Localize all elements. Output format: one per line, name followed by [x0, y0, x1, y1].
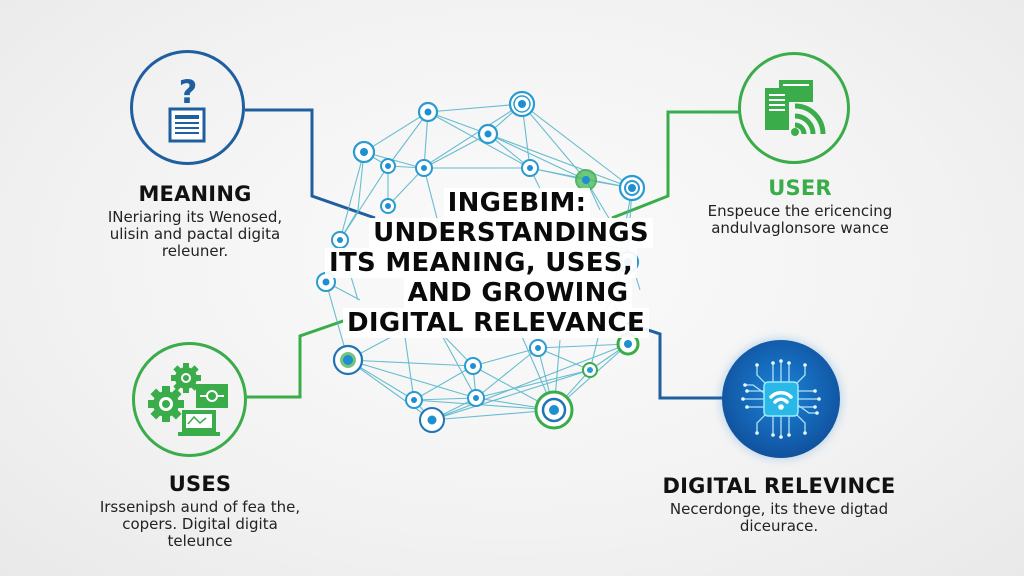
node — [352, 140, 376, 164]
title-line-5: DIGITAL RELEVANCE — [342, 308, 650, 338]
connector-meaning — [245, 108, 376, 220]
connector-uses — [247, 318, 347, 399]
digital-relevance-heading: DIGITAL RELEVINCE — [662, 474, 896, 498]
user-desc-line: Enspeuce the ericencing — [707, 202, 893, 220]
svg-text:?: ? — [178, 73, 197, 111]
node — [332, 344, 364, 376]
digital-desc-line: Necerdonge, its theve digtad — [669, 500, 889, 518]
node — [380, 198, 396, 214]
title-line-1: INGEBIM: — [443, 188, 591, 218]
node — [616, 332, 640, 356]
digital-relevance-icon-circle — [722, 340, 840, 458]
node — [534, 390, 574, 430]
uses-heading: USES — [168, 472, 232, 496]
node — [575, 169, 597, 191]
uses-section: USES Irssenipsh aund of fea the, copers.… — [80, 472, 320, 550]
network-nodes — [316, 90, 646, 433]
meaning-desc-line: INeriaring its Wenosed, — [107, 208, 283, 226]
gears-devices-icon — [147, 362, 228, 436]
meaning-icon-circle: ? — [130, 50, 245, 165]
main-title: INGEBIM: UNDERSTANDINGS ITS MEANING, USE… — [324, 188, 654, 338]
node — [618, 174, 646, 202]
connector-user — [611, 110, 740, 220]
digital-relevance-description: Necerdonge, its theve digtad diceurace. — [648, 501, 910, 535]
user-icon-circle — [738, 52, 850, 164]
uses-icon-circle — [132, 342, 247, 457]
meaning-heading: MEANING — [138, 182, 252, 206]
uses-desc-line: teleunce — [167, 532, 233, 550]
meaning-desc-line: releuner. — [161, 242, 229, 260]
node — [405, 391, 423, 409]
node — [331, 231, 349, 249]
user-section: USER Enspeuce the ericencing andulvaglon… — [690, 176, 910, 237]
uses-description: Irssenipsh aund of fea the, copers. Digi… — [80, 499, 320, 550]
uses-desc-line: copers. Digital digita — [122, 515, 278, 533]
user-heading: USER — [768, 176, 832, 200]
node — [417, 101, 439, 123]
meaning-desc-line: ulisin and pactal digita — [109, 225, 281, 243]
devices-wireless-icon — [765, 80, 826, 136]
node — [380, 158, 396, 174]
node — [529, 339, 547, 357]
uses-desc-line: Irssenipsh aund of fea the, — [99, 498, 301, 516]
user-desc-line: andulvaglonsore wance — [711, 219, 889, 237]
digital-desc-line: diceurace. — [739, 517, 819, 535]
meaning-section: MEANING INeriaring its Wenosed, ulisin a… — [80, 182, 310, 260]
node — [477, 123, 499, 145]
node — [419, 407, 445, 433]
node — [521, 159, 539, 177]
user-description: Enspeuce the ericencing andulvaglonsore … — [690, 203, 910, 237]
question-document-icon: ? — [168, 73, 205, 142]
title-line-2: UNDERSTANDINGS — [369, 218, 653, 248]
node — [415, 159, 433, 177]
node — [464, 357, 482, 375]
title-line-4: AND GROWING — [403, 278, 633, 308]
digital-relevance-section: DIGITAL RELEVINCE Necerdonge, its theve … — [648, 474, 910, 535]
node — [467, 389, 485, 407]
node — [508, 90, 536, 118]
node — [582, 362, 598, 378]
meaning-description: INeriaring its Wenosed, ulisin and pacta… — [80, 209, 310, 260]
chip-wifi-icon — [741, 359, 821, 439]
title-line-3: ITS MEANING, USES, — [324, 248, 637, 278]
